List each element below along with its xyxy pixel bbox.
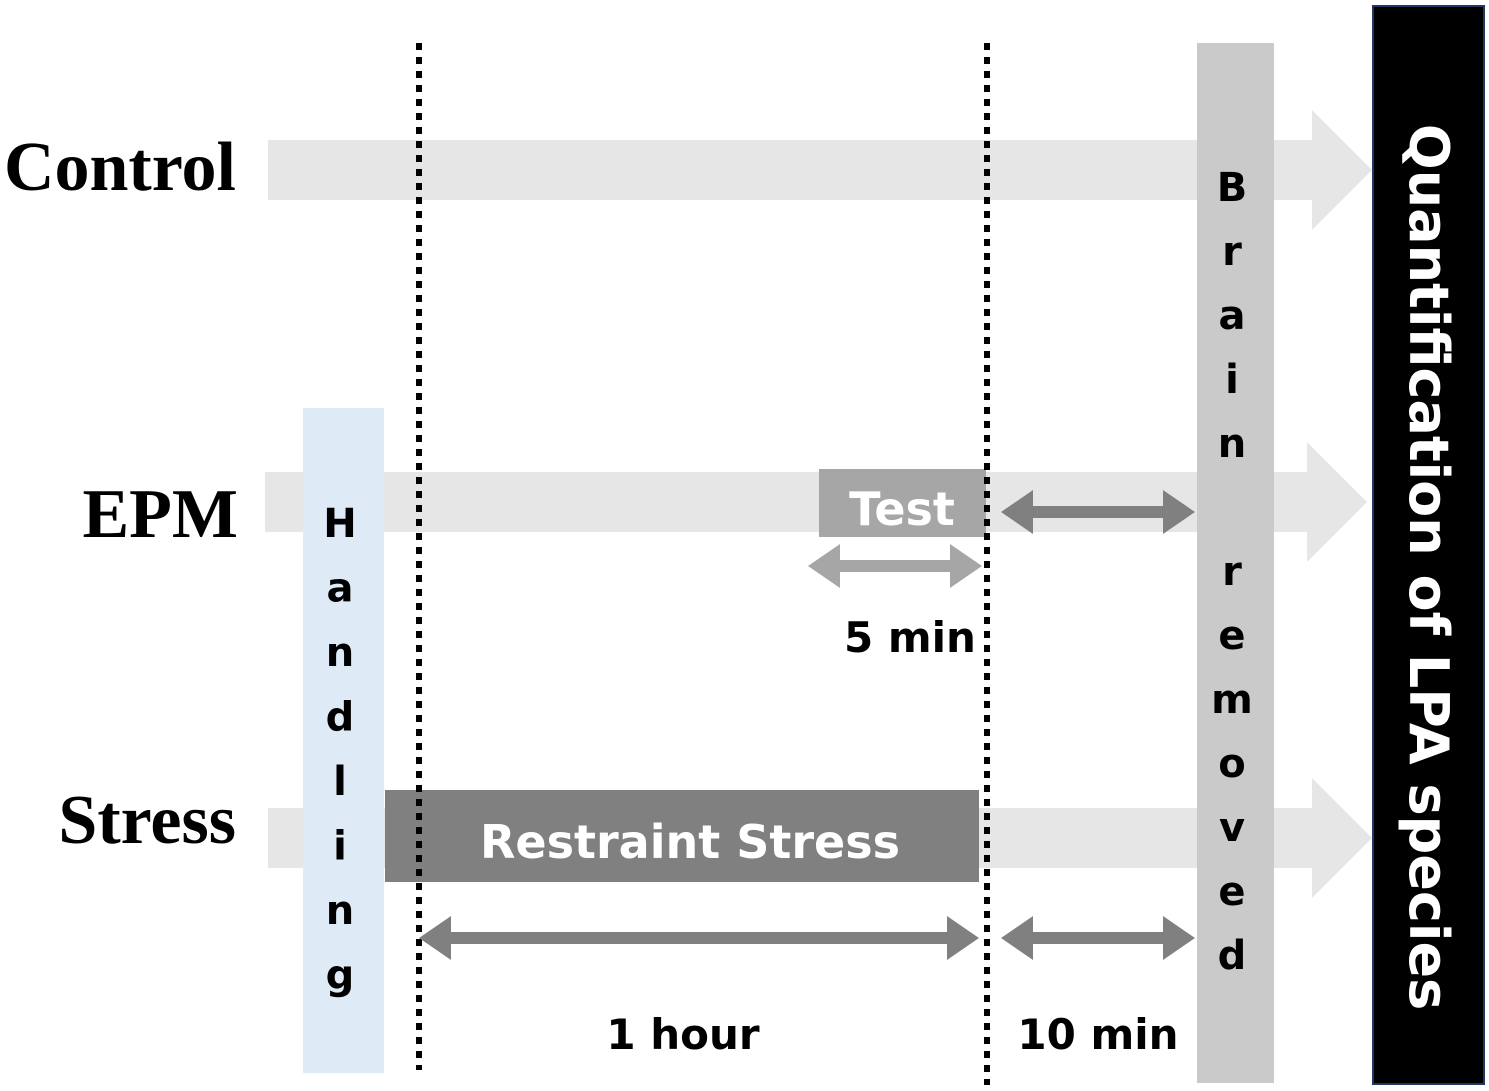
stacked-letter: n (1218, 421, 1246, 467)
restraint-stress-label: Restraint Stress (480, 815, 900, 869)
quantification-box (1372, 5, 1485, 1085)
epm-timeline-arrow (265, 442, 1367, 562)
stacked-letter: g (326, 953, 355, 999)
arrow-10min (1001, 916, 1195, 960)
stacked-letter: r (1222, 229, 1242, 275)
stacked-letter: n (326, 888, 354, 934)
arrow-epm-to-brain (1001, 490, 1195, 534)
test-box (819, 469, 986, 537)
duration-1hour-label: 1 hour (606, 1010, 760, 1059)
stacked-letter: i (333, 824, 347, 870)
stacked-letter: d (1218, 933, 1247, 979)
restraint-stress-bar (385, 790, 979, 882)
row-label-epm: EPM (82, 476, 238, 553)
stacked-letter: m (1211, 677, 1253, 723)
stacked-letter: a (1219, 293, 1246, 339)
stacked-letter: r (1222, 549, 1242, 595)
stacked-letter: v (1219, 805, 1245, 851)
stacked-letter: e (1218, 613, 1245, 659)
stacked-letter: H (323, 501, 356, 547)
quantification-label: Quantification of LPA species (1397, 124, 1460, 1010)
stacked-letter: B (1217, 165, 1248, 211)
duration-5min-label: 5 min (844, 613, 976, 662)
stacked-letter: d (326, 695, 355, 741)
row-label-stress: Stress (58, 782, 236, 859)
stacked-letter: o (1218, 741, 1245, 787)
stacked-letter: a (327, 566, 354, 612)
stacked-letter: l (333, 759, 347, 805)
arrow-5min (808, 544, 982, 588)
stacked-letter: e (1218, 869, 1245, 915)
stacked-letter: i (1225, 357, 1239, 403)
handling-column (303, 408, 384, 1073)
brain-removed-column (1197, 43, 1274, 1083)
control-timeline-arrow (268, 110, 1372, 230)
arrow-1hour (419, 916, 979, 960)
row-label-control: Control (4, 129, 236, 206)
stacked-letter: n (326, 630, 354, 676)
test-label: Test (849, 482, 955, 536)
duration-10min-label: 10 min (1017, 1010, 1178, 1059)
